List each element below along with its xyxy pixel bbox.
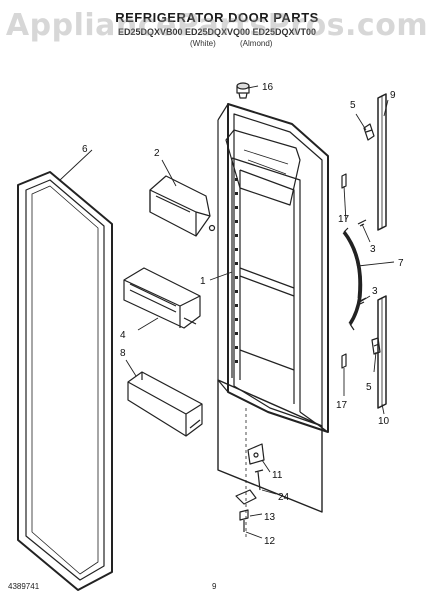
callout-24: 24 [278, 492, 290, 503]
callout-3-upper: 3 [370, 244, 376, 255]
callout-12: 12 [264, 536, 276, 547]
bottom-hinge-parts [235, 408, 265, 540]
callout-9: 9 [390, 90, 396, 101]
callout-4: 4 [120, 330, 126, 341]
callout-8: 8 [120, 348, 126, 359]
callout-leaders [59, 85, 395, 539]
callout-6: 6 [82, 144, 88, 155]
callout-10: 10 [378, 416, 390, 427]
door-bin [127, 371, 203, 437]
outer-door-panel [217, 379, 329, 513]
trim-strip-upper [377, 93, 387, 231]
callout-17-lower: 17 [336, 400, 348, 411]
end-cap-lower [371, 337, 381, 355]
page-number: 9 [212, 582, 217, 591]
door-shelf [123, 267, 201, 329]
end-cap-upper [363, 123, 375, 141]
callout-7: 7 [398, 258, 404, 269]
callout-16: 16 [262, 82, 274, 93]
door-liner [217, 103, 329, 433]
handle-screws [357, 219, 367, 305]
door-handle [342, 227, 363, 331]
diagram-title: REFRIGERATOR DOOR PARTS [115, 10, 319, 25]
callout-5-lower: 5 [366, 382, 372, 393]
color-almond-label: (Almond) [240, 39, 273, 48]
callout-5-upper: 5 [350, 100, 356, 111]
trim-strip-lower [377, 295, 387, 409]
door-gasket [17, 171, 113, 591]
liner-shelf-holes [235, 178, 238, 363]
dairy-compartment [149, 175, 216, 237]
callout-13: 13 [264, 512, 276, 523]
document-number: 4389741 [8, 582, 40, 591]
screws-17 [341, 173, 347, 369]
model-numbers: ED25DQXVB00 ED25DQXVQ00 ED25DQXVT00 [117, 27, 317, 37]
callout-11: 11 [272, 470, 283, 481]
top-plug [236, 82, 250, 99]
callout-2: 2 [154, 148, 160, 159]
callout-3-lower: 3 [372, 286, 378, 297]
callout-17-upper: 17 [338, 214, 350, 225]
color-white-label: (White) [190, 39, 216, 48]
callout-1: 1 [200, 276, 206, 287]
